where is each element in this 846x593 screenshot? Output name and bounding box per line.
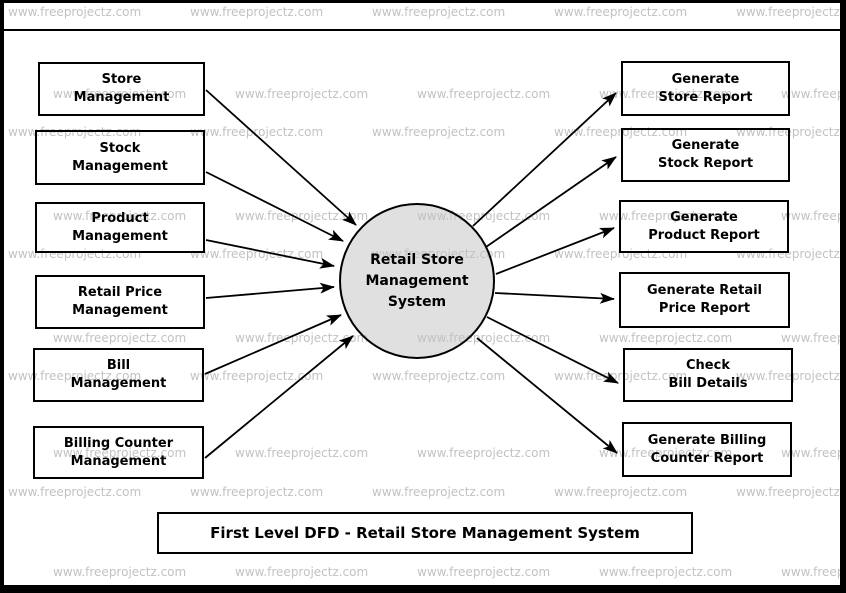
watermark-text: www.freeprojectz.com	[190, 485, 324, 499]
output-box-generate-stock-report: Generate Stock Report	[621, 128, 790, 182]
watermark-text: www.freeprojectz.com	[235, 209, 369, 223]
watermark-text: www.freeprojectz.com	[372, 369, 506, 383]
flow-process-to-generate-retail-price-report	[494, 292, 615, 304]
watermark-text: www.freeprojectz.com	[8, 485, 142, 499]
flow-retail-price-management-to-process	[205, 282, 335, 299]
flow-billing-counter-management-to-process	[204, 335, 354, 459]
frame-top-line	[0, 29, 846, 31]
watermark-text: www.freeprojectz.com	[736, 485, 846, 499]
output-box-generate-retail-price-report: Generate Retail Price Report	[619, 272, 790, 328]
watermark-text: www.freeprojectz.com	[8, 5, 142, 19]
entity-box-store-management: Store Management	[38, 62, 205, 116]
entity-box-bill-management: Bill Management	[33, 348, 204, 402]
canvas-right-edge	[840, 0, 846, 593]
watermark-text: www.freeprojectz.com	[235, 87, 369, 101]
flow-process-to-check-bill-details	[486, 316, 619, 384]
watermark-text: www.freeprojectz.com	[372, 485, 506, 499]
watermark-text: www.freeprojectz.com	[781, 87, 846, 101]
watermark-text: www.freeprojectz.com	[781, 331, 846, 345]
canvas-top-edge	[0, 0, 846, 3]
process-node-retail-store-management-system: Retail Store Management System	[339, 203, 495, 359]
watermark-text: www.freeprojectz.com	[372, 125, 506, 139]
watermark-text: www.freeprojectz.com	[417, 87, 551, 101]
watermark-text: www.freeprojectz.com	[235, 565, 369, 579]
output-box-generate-product-report: Generate Product Report	[619, 200, 789, 253]
watermark-text: www.freeprojectz.com	[554, 5, 688, 19]
watermark-text: www.freeprojectz.com	[235, 331, 369, 345]
watermark-text: www.freeprojectz.com	[781, 209, 846, 223]
flow-product-management-to-process	[205, 239, 335, 269]
watermark-text: www.freeprojectz.com	[599, 565, 733, 579]
entity-box-retail-price-management: Retail Price Management	[35, 275, 205, 329]
entity-box-product-management: Product Management	[35, 202, 205, 253]
flow-process-to-generate-product-report	[495, 227, 615, 275]
canvas-left-edge	[0, 0, 4, 593]
flow-process-to-generate-store-report	[472, 92, 617, 227]
output-box-check-bill-details: Check Bill Details	[623, 348, 793, 402]
flow-store-management-to-process	[205, 89, 357, 226]
canvas-bottom-edge	[0, 585, 846, 593]
watermark-text: www.freeprojectz.com	[736, 5, 846, 19]
watermark-text: www.freeprojectz.com	[190, 369, 324, 383]
watermark-text: www.freeprojectz.com	[372, 5, 506, 19]
output-box-generate-store-report: Generate Store Report	[621, 61, 790, 116]
watermark-text: www.freeprojectz.com	[417, 446, 551, 460]
watermark-text: www.freeprojectz.com	[554, 485, 688, 499]
entity-box-stock-management: Stock Management	[35, 130, 205, 185]
entity-box-billing-counter-management: Billing Counter Management	[33, 426, 204, 479]
watermark-text: www.freeprojectz.com	[235, 446, 369, 460]
diagram-caption: First Level DFD - Retail Store Managemen…	[157, 512, 693, 554]
watermark-text: www.freeprojectz.com	[190, 5, 324, 19]
watermark-text: www.freeprojectz.com	[417, 565, 551, 579]
watermark-text: www.freeprojectz.com	[190, 125, 324, 139]
output-box-generate-billing-counter-report: Generate Billing Counter Report	[622, 422, 792, 477]
watermark-text: www.freeprojectz.com	[599, 331, 733, 345]
watermark-text: www.freeprojectz.com	[190, 247, 324, 261]
flow-stock-management-to-process	[205, 171, 344, 242]
flow-process-to-generate-stock-report	[485, 156, 617, 248]
flow-bill-management-to-process	[204, 314, 342, 375]
watermark-text: www.freeprojectz.com	[53, 565, 187, 579]
watermark-text: www.freeprojectz.com	[781, 565, 846, 579]
flow-process-to-generate-billing-counter-report	[476, 337, 618, 454]
watermark-text: www.freeprojectz.com	[53, 331, 187, 345]
